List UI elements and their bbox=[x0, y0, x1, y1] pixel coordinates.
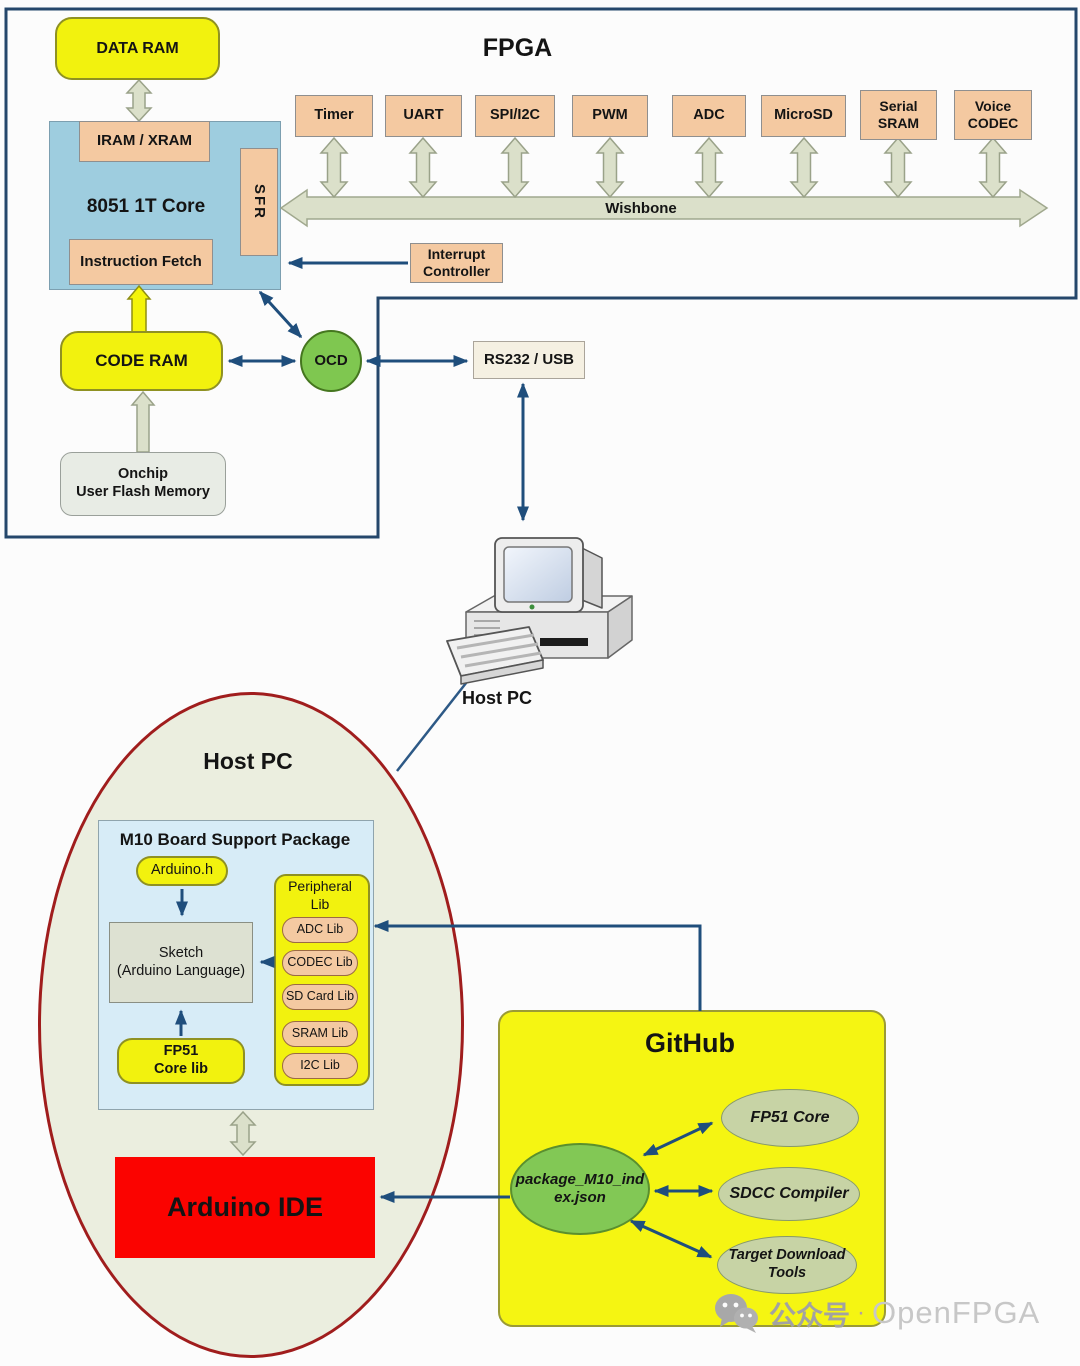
watermark-brand: OpenFPGA bbox=[872, 1295, 1041, 1330]
package-json-ellipse: package_M10_ind ex.json bbox=[510, 1143, 650, 1235]
adc-lib-pill: ADC Lib bbox=[282, 917, 358, 943]
sfr-box: SFR bbox=[240, 148, 278, 256]
fpga-title: FPGA bbox=[482, 34, 553, 62]
fp51-core-lib-box: FP51 Core lib bbox=[117, 1038, 245, 1084]
interrupt-controller-box: Interrupt Controller bbox=[410, 243, 503, 283]
wechat-icon bbox=[715, 1294, 758, 1333]
codec-lib-pill: CODEC Lib bbox=[282, 950, 358, 976]
peripheral-uart: UART bbox=[385, 95, 462, 137]
sketch-box: Sketch (Arduino Language) bbox=[109, 922, 253, 1003]
peripheral-spi-i2c: SPI/I2C bbox=[475, 95, 555, 137]
package-fp51-arrow bbox=[642, 1121, 714, 1157]
watermark: 公众号 · OpenFPGA bbox=[712, 1291, 1040, 1335]
host-pc-computer-label: Host PC bbox=[461, 688, 532, 708]
onchip-flash-box: Onchip User Flash Memory bbox=[60, 452, 226, 516]
peripheral-timer: Timer bbox=[295, 95, 373, 137]
fpga-boundary bbox=[4, 7, 1078, 539]
sdcc-compiler-ellipse: SDCC Compiler bbox=[718, 1167, 860, 1221]
data-ram-box: DATA RAM bbox=[55, 17, 220, 80]
core-ocd-arrow bbox=[258, 290, 303, 339]
peripheral-microsd: MicroSD bbox=[761, 95, 846, 137]
rs232-usb-box: RS232 / USB bbox=[473, 341, 585, 379]
code-ram-box: CODE RAM bbox=[60, 331, 223, 391]
arduino-ide-box: Arduino IDE bbox=[115, 1157, 375, 1258]
peripheral-voice-codec: Voice CODEC bbox=[954, 90, 1032, 140]
coderam-fetch-arrow bbox=[126, 284, 152, 333]
github-title: GitHub bbox=[645, 1028, 735, 1058]
core-8051-label: 8051 1T Core bbox=[86, 196, 206, 217]
i2c-lib-pill: I2C Lib bbox=[282, 1053, 358, 1079]
iram-xram-box: IRAM / XRAM bbox=[79, 121, 210, 162]
wishbone-label: Wishbone bbox=[605, 200, 677, 217]
package-target-arrow bbox=[629, 1219, 713, 1259]
bsp-ide-arrow bbox=[229, 1110, 257, 1157]
fp51-core-ellipse: FP51 Core bbox=[721, 1089, 859, 1147]
dataram-core-arrow bbox=[125, 78, 153, 123]
flash-coderam-arrow bbox=[130, 390, 156, 453]
peripheral-pwm: PWM bbox=[572, 95, 648, 137]
github-periphlib-arrow bbox=[373, 920, 702, 1011]
ocd-circle: OCD bbox=[300, 330, 362, 392]
sdcard-lib-pill: SD Card Lib bbox=[282, 984, 358, 1010]
sram-lib-pill: SRAM Lib bbox=[282, 1021, 358, 1047]
host-pc-computer-icon bbox=[446, 537, 633, 685]
ellipse-pc-line bbox=[396, 677, 471, 772]
peripheral-serial-sram: Serial SRAM bbox=[860, 90, 937, 140]
peripheral-lib-box bbox=[274, 874, 370, 1086]
watermark-separator: · bbox=[857, 1299, 865, 1326]
peripheral-adc: ADC bbox=[672, 95, 746, 137]
wishbone-bus-arrow bbox=[279, 188, 1049, 228]
watermark-account: 公众号 bbox=[769, 1300, 850, 1331]
bsp-title: M10 Board Support Package bbox=[119, 830, 351, 849]
arduino-h-pill: Arduino.h bbox=[136, 856, 228, 886]
instruction-fetch-box: Instruction Fetch bbox=[69, 239, 213, 285]
target-download-ellipse: Target Download Tools bbox=[717, 1236, 857, 1294]
host-pc-title: Host PC bbox=[203, 748, 293, 774]
peripheral-lib-title: Peripheral Lib bbox=[288, 878, 352, 912]
